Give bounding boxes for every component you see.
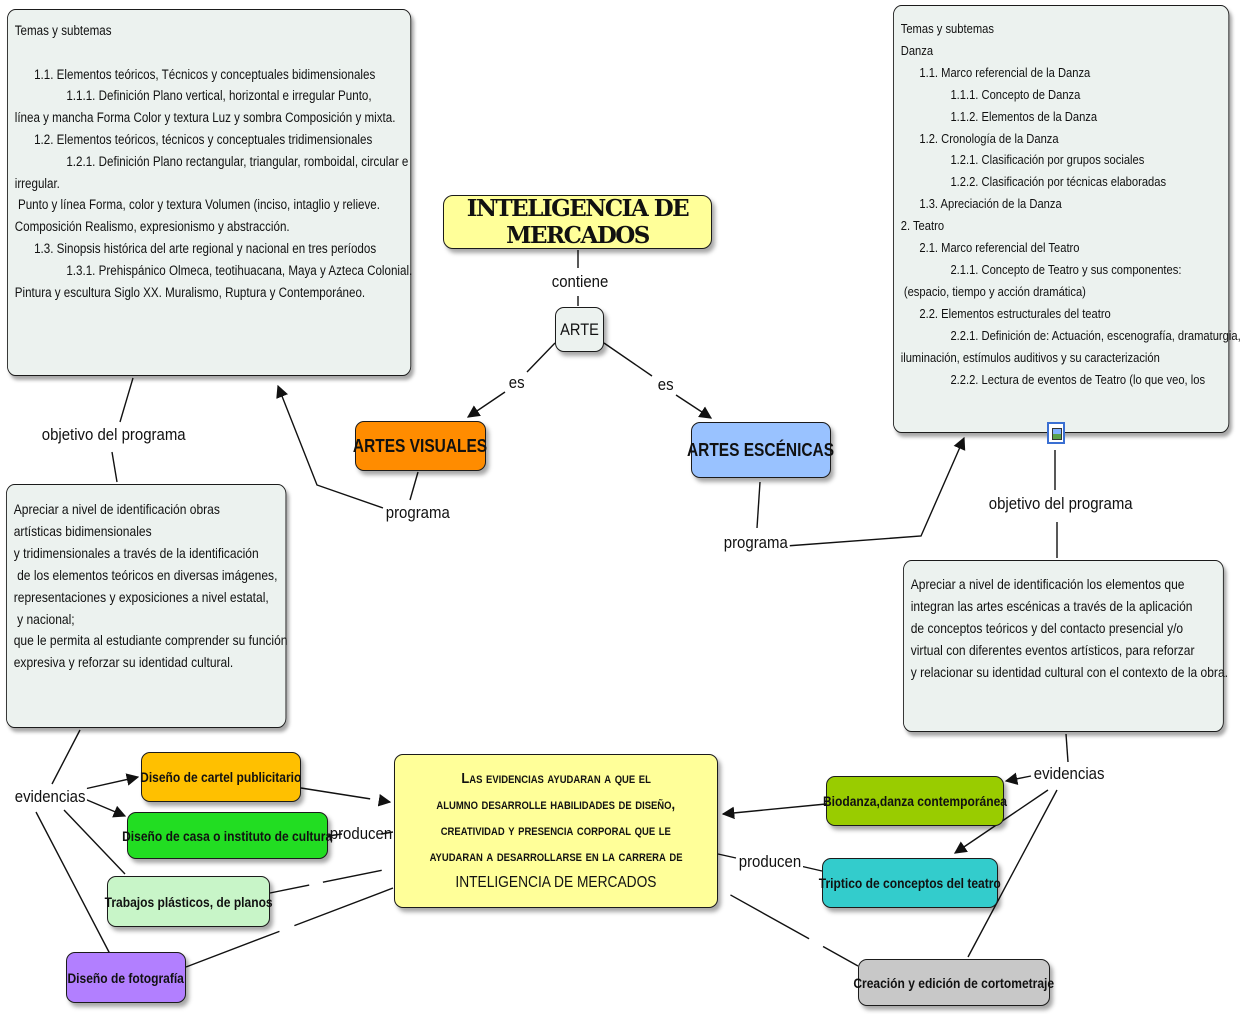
link-label-evidencias-left: evidencias — [13, 787, 88, 807]
evidencias-line-4: ayudaran a desarrollarse en la carrera d… — [429, 848, 683, 865]
link-label-contiene: contiene — [550, 272, 611, 292]
product-casa-node[interactable]: Diseño de casa o instituto de cultura — [122, 812, 333, 859]
product-plasticos-label: Trabajos plásticos, de planos — [104, 893, 273, 910]
evidencias-summary-node[interactable]: Las evidencias ayudaran a que el alumno … — [394, 754, 718, 908]
central-title-text: INTELIGENCIA DE MERCADOS — [466, 195, 690, 249]
image-attachment-icon[interactable] — [1047, 422, 1065, 444]
arte-label: ARTE — [560, 319, 599, 339]
evidencias-line-5: INTELIGENCIA DE MERCADOS — [455, 874, 657, 891]
product-plasticos-node[interactable]: Trabajos plásticos, de planos — [104, 876, 273, 927]
artes-visuales-label: ARTES VISUALES — [353, 435, 488, 456]
link-label-es-right: es — [656, 375, 676, 395]
artes-visuales-node[interactable]: ARTES VISUALES — [353, 421, 488, 471]
link-label-programa-right: programa — [722, 533, 790, 553]
link-label-producen-left: producen — [329, 824, 393, 843]
product-fotografia-node[interactable]: Diseño de fotografía — [66, 952, 186, 1003]
objetivo-escenicas-panel[interactable]: Apreciar a nivel de identificación los e… — [903, 560, 1228, 732]
product-cartel-label: Diseño de cartel publicitario — [140, 769, 302, 785]
product-biodanza-label: Biodanza,danza contemporánea — [823, 793, 1007, 809]
artes-escenicas-label: ARTES ESCÉNICAS — [687, 439, 835, 460]
temas-escenicas-panel[interactable]: Temas y subtemas Danza 1.1. Marco refere… — [893, 5, 1241, 433]
product-triptico-label: Triptico de conceptos del teatro — [819, 875, 1001, 891]
temas-visuales-panel[interactable]: Temas y subtemas 1.1. Elementos teóricos… — [7, 9, 412, 376]
central-title-node[interactable]: INTELIGENCIA DE MERCADOS — [443, 195, 712, 249]
product-fotografia-label: Diseño de fotografía — [67, 969, 185, 986]
product-cortometraje-label: Creación y edición de cortometraje — [853, 974, 1055, 991]
objetivo-visuales-panel[interactable]: Apreciar a nivel de identificación obras… — [6, 484, 287, 728]
product-triptico-node[interactable]: Triptico de conceptos del teatro — [819, 858, 1001, 908]
product-biodanza-node[interactable]: Biodanza,danza contemporánea — [823, 776, 1007, 826]
artes-escenicas-node[interactable]: ARTES ESCÉNICAS — [687, 422, 835, 478]
link-label-es-left: es — [507, 373, 527, 393]
arte-node[interactable]: ARTE — [555, 307, 604, 352]
product-casa-label: Diseño de casa o instituto de cultura — [122, 827, 333, 844]
product-cartel-node[interactable]: Diseño de cartel publicitario — [140, 752, 302, 802]
evidencias-line-1: Las evidencias ayudaran a que el — [461, 770, 651, 787]
link-label-producen-right: producen — [737, 852, 803, 872]
link-label-objetivo-left: objetivo del programa — [40, 425, 188, 445]
link-label-programa-left: programa — [384, 503, 452, 523]
link-label-objetivo-right: objetivo del programa — [987, 494, 1135, 514]
evidencias-line-2: alumno desarrolle habilidades de diseño, — [436, 796, 676, 813]
link-label-evidencias-right: evidencias — [1032, 764, 1107, 784]
evidencias-line-3: creatividad y presencia corporal que le — [440, 822, 672, 839]
product-cortometraje-node[interactable]: Creación y edición de cortometraje — [854, 959, 1054, 1006]
